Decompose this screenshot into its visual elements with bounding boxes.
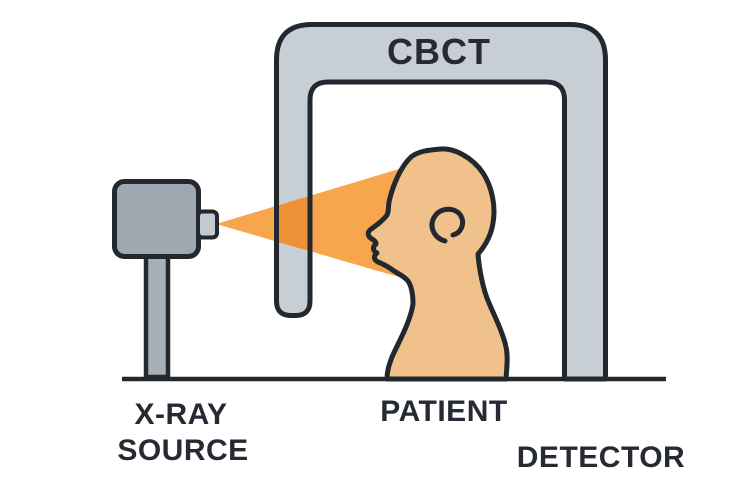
xray-source-stand <box>143 247 171 380</box>
patient-label: PATIENT <box>380 395 507 428</box>
cbct-gantry <box>274 22 608 382</box>
xray-beam-overlap <box>277 195 311 252</box>
xray-source-label-line2: SOURCE <box>117 434 248 467</box>
xray-source-nozzle-icon <box>196 209 219 240</box>
patient-figure <box>365 146 510 382</box>
patient-ear-icon <box>429 206 466 244</box>
xray-source-label-line1: X-RAY <box>134 398 227 431</box>
gantry-label: CBCT <box>387 31 491 72</box>
xray-source-box <box>112 179 201 259</box>
detector-label: DETECTOR <box>517 441 685 474</box>
